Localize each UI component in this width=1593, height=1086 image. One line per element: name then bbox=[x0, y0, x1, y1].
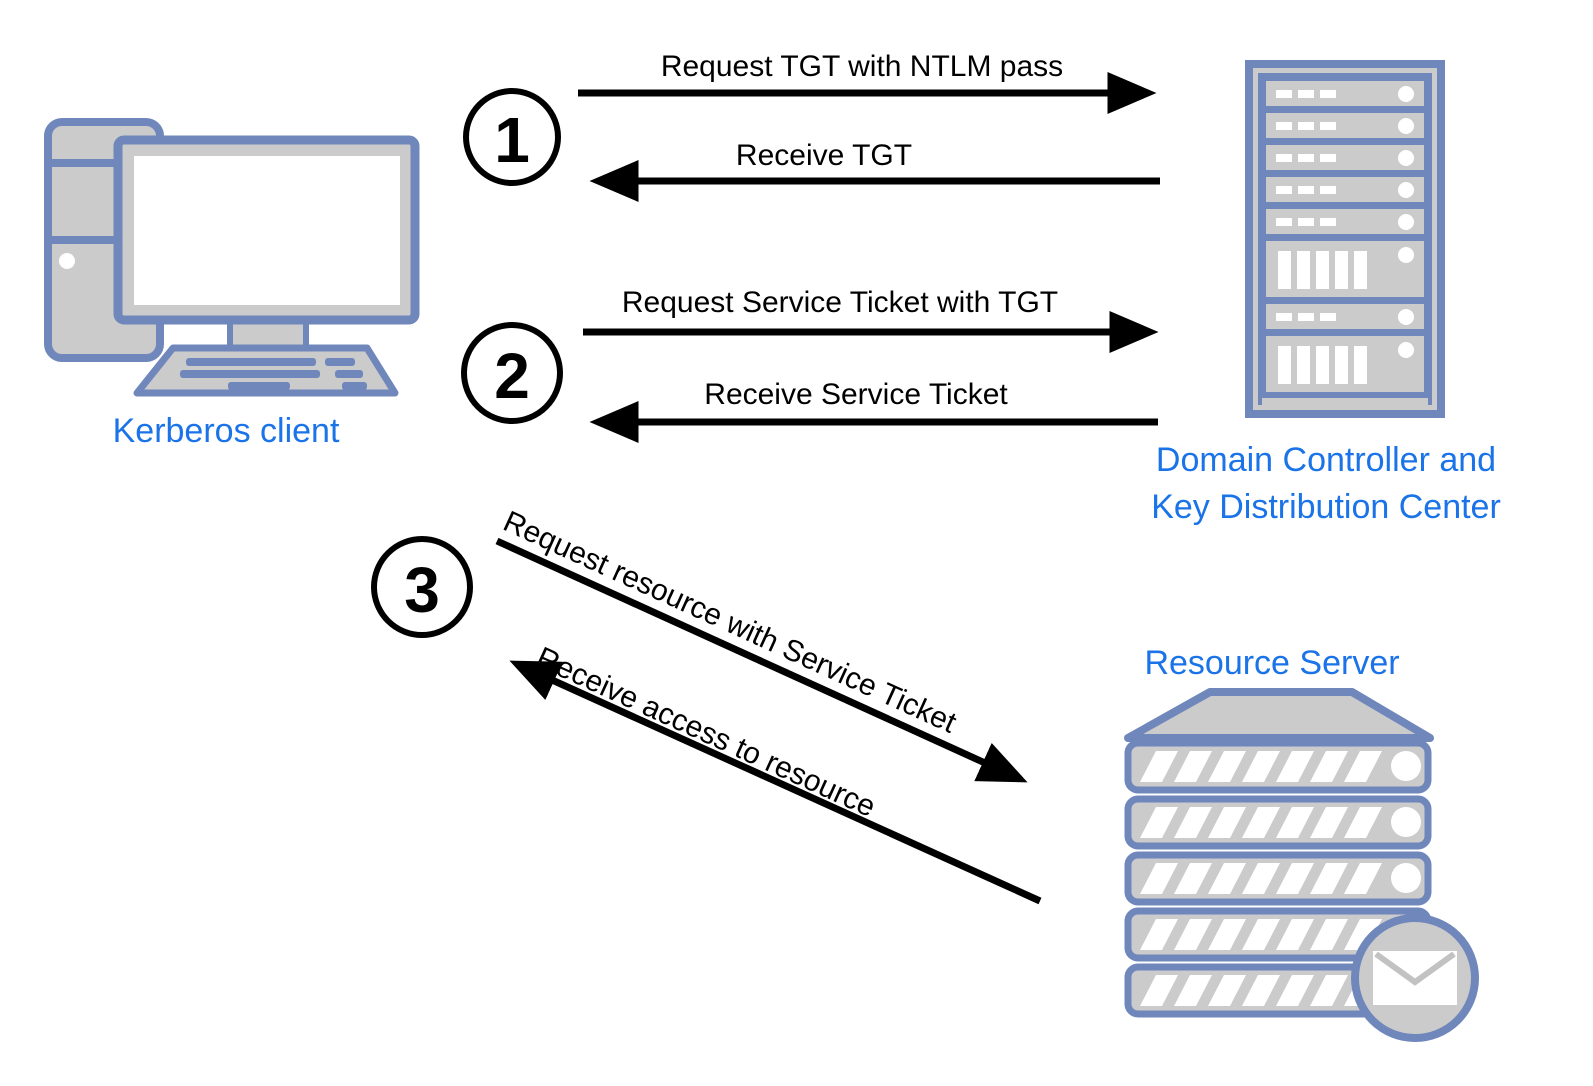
domain-controller-label-line1: Domain Controller and bbox=[1155, 441, 1497, 479]
monitor bbox=[113, 135, 420, 325]
rack-units-1u bbox=[1266, 81, 1424, 234]
resource-server-label: Resource Server bbox=[1144, 644, 1400, 682]
client-label: Kerberos client bbox=[112, 412, 340, 450]
step1-number: 1 bbox=[494, 104, 530, 176]
step1-circle bbox=[463, 88, 561, 186]
domain-controller-rack-icon bbox=[1245, 60, 1445, 418]
mail-icon bbox=[1351, 914, 1479, 1042]
step2-circle bbox=[461, 322, 563, 424]
rack-unit-1u bbox=[1266, 304, 1424, 329]
server-units bbox=[1124, 739, 1432, 1018]
domain-controller-label-line2: Key Distribution Center bbox=[1151, 488, 1501, 526]
step2-number: 2 bbox=[494, 340, 530, 412]
step3-number: 3 bbox=[404, 554, 440, 626]
rack-base-strip bbox=[1262, 398, 1428, 405]
resource-server-icon bbox=[1124, 688, 1479, 1042]
rack-unit-tall bbox=[1266, 336, 1424, 392]
arrow-step3-response bbox=[509, 660, 1042, 905]
rack-unit-tall bbox=[1266, 241, 1424, 297]
step1-response-label: Receive TGT bbox=[735, 139, 913, 172]
step1-request-label: Request TGT with NTLM pass bbox=[660, 50, 1064, 83]
arrow-step3-request bbox=[495, 537, 1028, 783]
step2-request-label: Request Service Ticket with TGT bbox=[621, 286, 1059, 319]
step2-response-label: Receive Service Ticket bbox=[704, 378, 1008, 411]
keyboard bbox=[133, 344, 399, 397]
domain-controller-label: Domain Controller and Key Distribution C… bbox=[1076, 437, 1576, 531]
client-computer-icon bbox=[44, 118, 420, 397]
step3-circle bbox=[371, 536, 473, 638]
server-top bbox=[1124, 688, 1434, 742]
